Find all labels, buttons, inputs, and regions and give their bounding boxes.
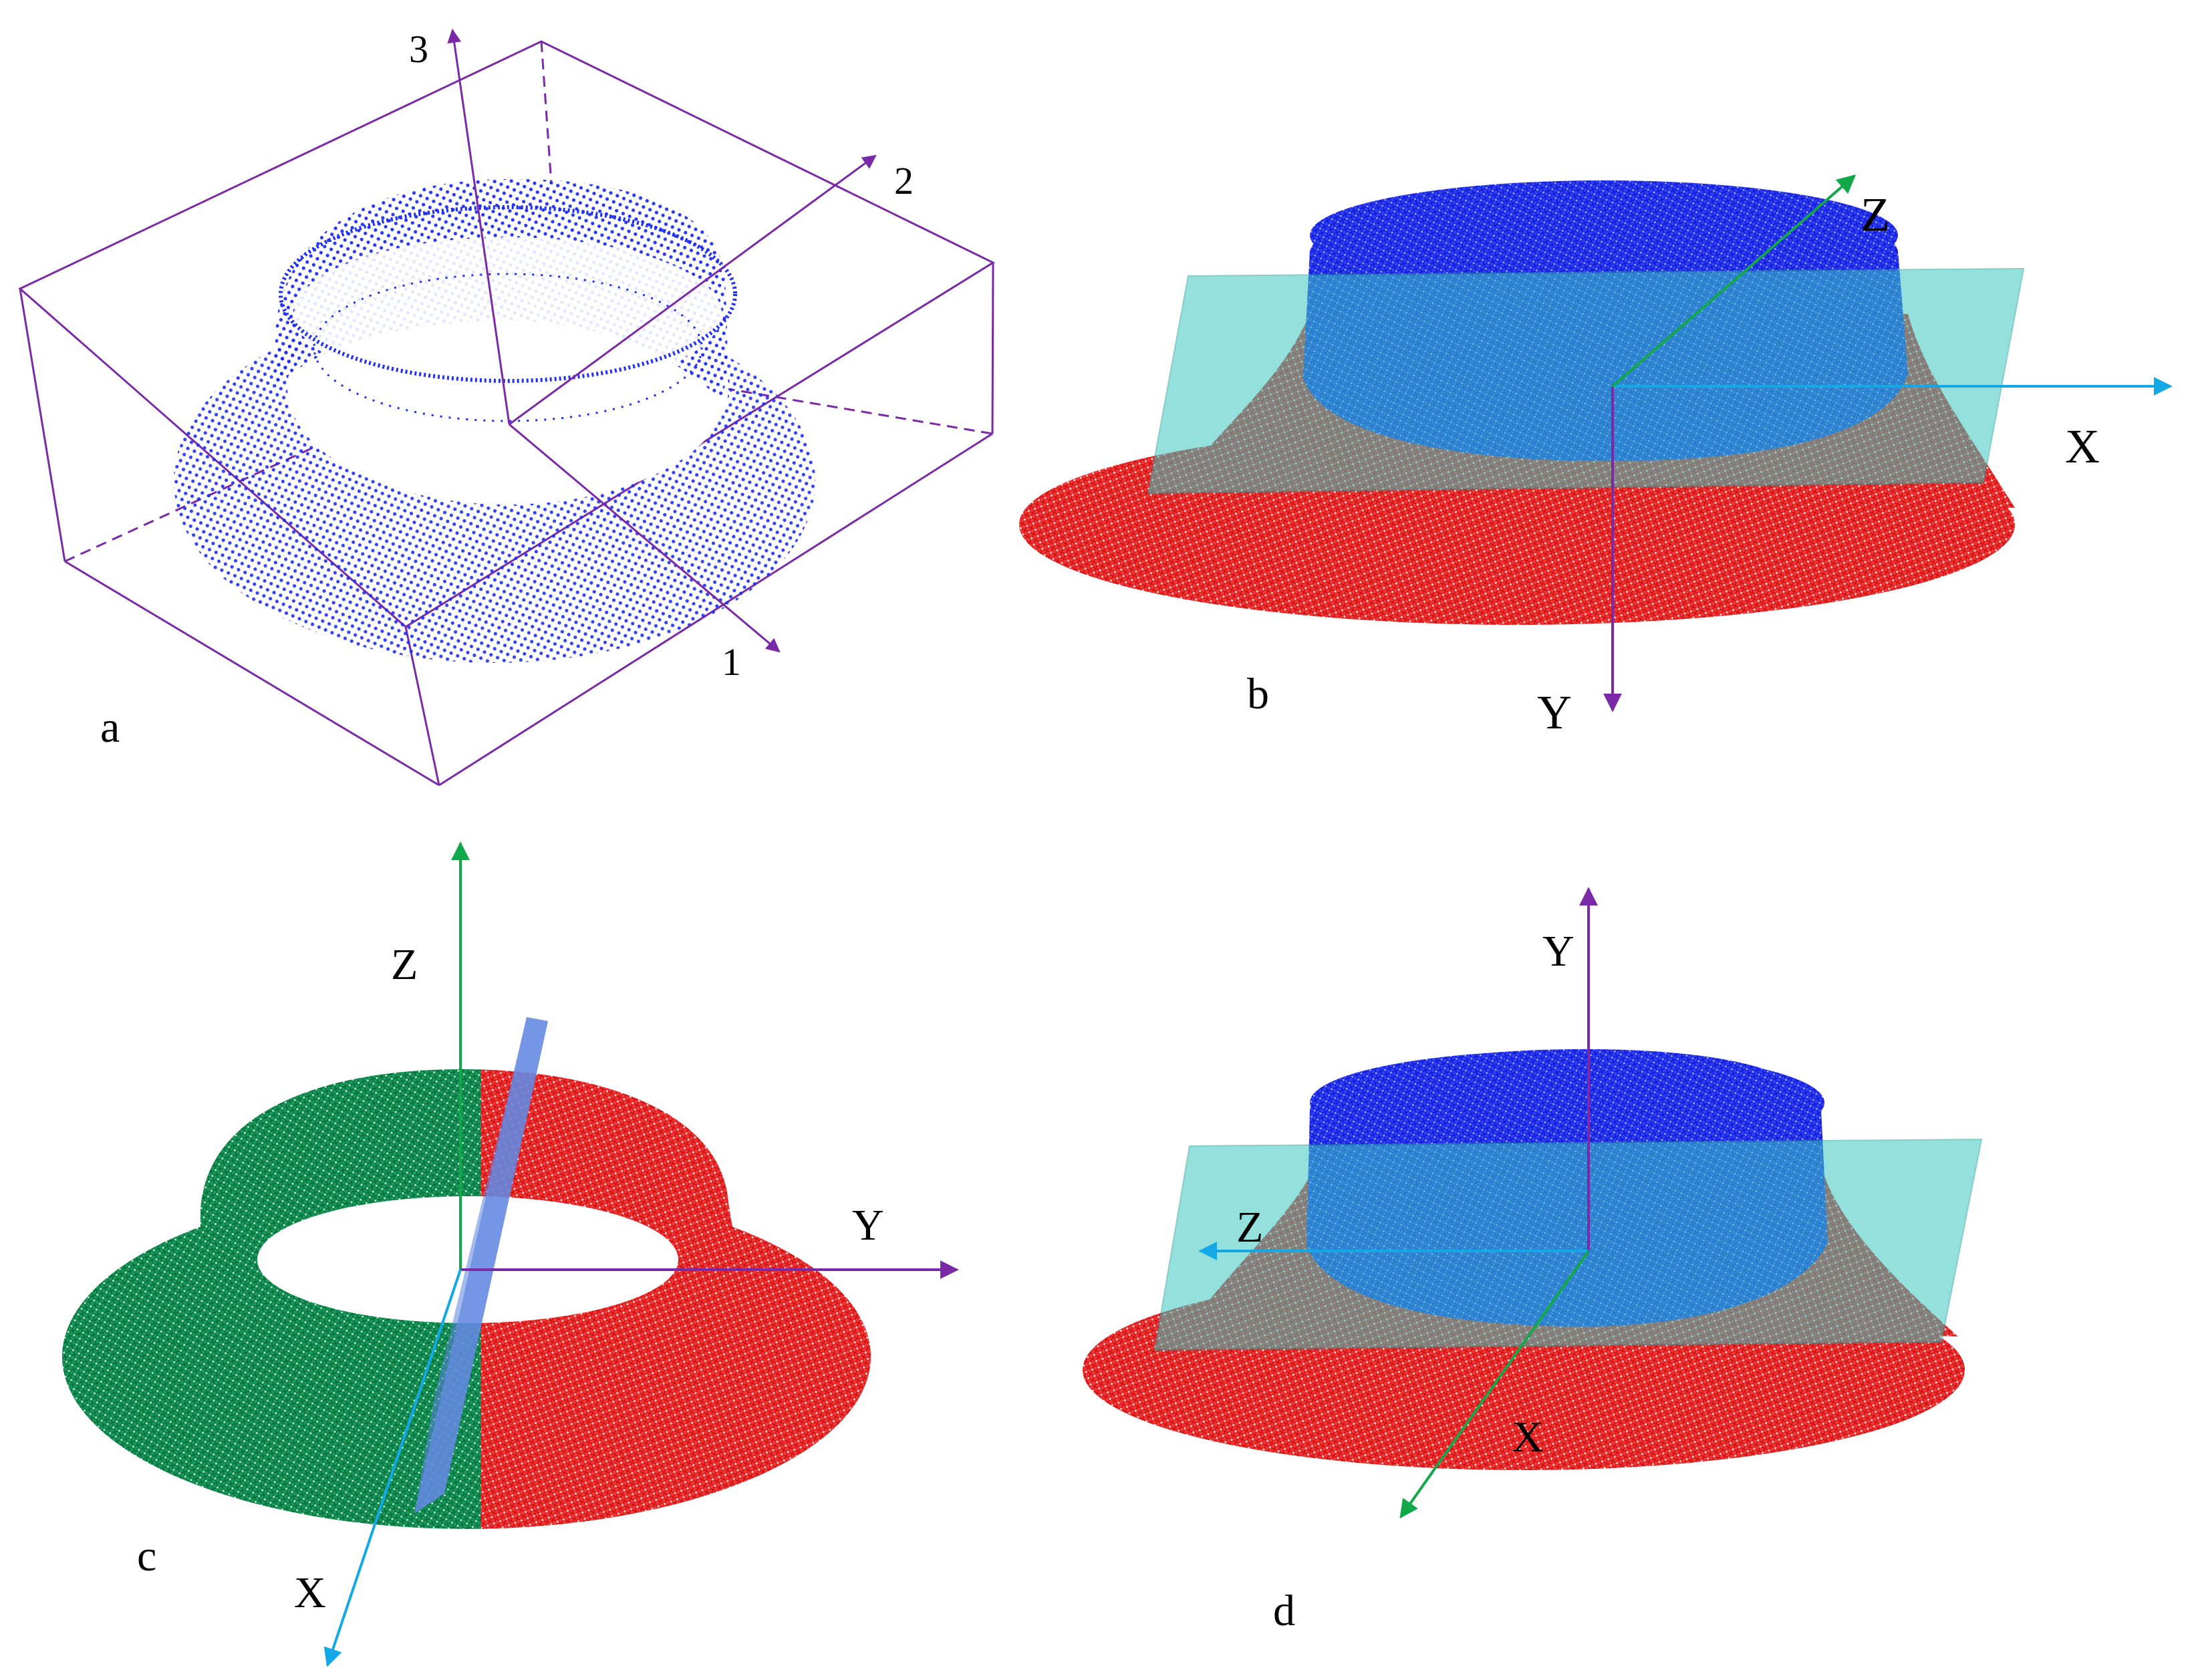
- cutting-plane-d: [1153, 1138, 1983, 1351]
- panel-d: Y Z X d: [1083, 887, 1983, 1635]
- ring-top-inner: [294, 237, 722, 391]
- axis-3: [447, 28, 511, 425]
- red-wall-c: [481, 1069, 735, 1243]
- panel-d-label: d: [1273, 1586, 1295, 1635]
- panel-c: Z Y X c: [62, 841, 959, 1667]
- axis-z-label-d: Z: [1236, 1203, 1263, 1252]
- panel-b-label: b: [1247, 670, 1269, 718]
- axis-x-c: [323, 1269, 462, 1667]
- box-edge-bottom-left: [64, 560, 440, 787]
- axis-z-b: [1611, 174, 1857, 388]
- blue-top-d: [1310, 1051, 1824, 1155]
- axis-2-label: 2: [894, 159, 914, 202]
- axis-1-label: 1: [722, 640, 741, 684]
- axis-y-label-b: Y: [1537, 686, 1572, 739]
- axis-1: [509, 423, 781, 653]
- axis-z-label-b: Z: [1861, 188, 1890, 241]
- point-cloud-ring: [174, 178, 815, 663]
- axes-c: [323, 841, 959, 1667]
- axis-x-label-b: X: [2065, 420, 2100, 473]
- axis-z-label-c: Z: [391, 940, 418, 989]
- panel-a: 3 2 1 a: [18, 27, 996, 787]
- axes-d: [1198, 887, 1598, 1519]
- ring-hole-c: [257, 1196, 678, 1323]
- axis-2: [509, 154, 877, 426]
- panel-b: X Y Z b: [1019, 174, 2173, 739]
- box-edge-right: [991, 262, 994, 434]
- ring-inner-dots: [313, 273, 703, 422]
- axes-b: [1603, 174, 2173, 712]
- panel-a-label: a: [100, 703, 120, 752]
- ring-top-rim: [279, 205, 737, 383]
- axis-y-label-d: Y: [1542, 927, 1574, 976]
- box-edge-front-left: [19, 288, 66, 562]
- axis-x-label-d: X: [1512, 1413, 1544, 1461]
- cutting-plane-b: [1147, 267, 2025, 495]
- blue-top-b: [1310, 180, 1898, 290]
- axes-a: [447, 28, 877, 653]
- cutting-plane-c-face: [414, 1017, 548, 1514]
- axis-x-label-c: X: [294, 1568, 326, 1617]
- axis-x-d: [1399, 1250, 1590, 1519]
- panel-c-label: c: [137, 1532, 156, 1580]
- axis-y-label-c: Y: [852, 1201, 884, 1250]
- axis-3-label: 3: [409, 27, 428, 71]
